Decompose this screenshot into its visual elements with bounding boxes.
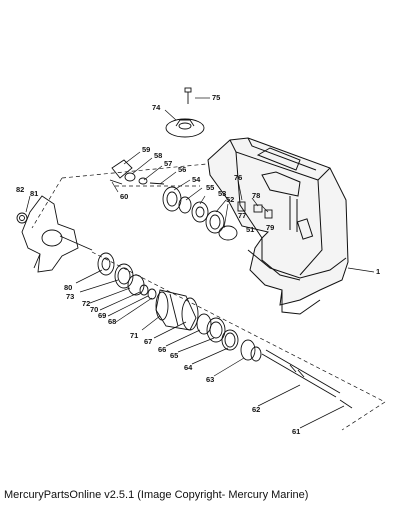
callout-80: 80 bbox=[64, 283, 72, 292]
callout-66: 66 bbox=[158, 345, 166, 354]
bearing-carrier-71 bbox=[155, 289, 199, 331]
callout-59: 59 bbox=[142, 145, 150, 154]
callout-1: 1 bbox=[376, 267, 380, 276]
callout-76: 76 bbox=[234, 173, 242, 182]
callout-72: 72 bbox=[82, 299, 90, 308]
callout-69: 69 bbox=[98, 311, 106, 320]
callout-81: 81 bbox=[30, 189, 38, 198]
callout-65: 65 bbox=[170, 351, 178, 360]
callout-67: 67 bbox=[144, 337, 152, 346]
shift-parts-56-60 bbox=[109, 159, 165, 185]
pin-61 bbox=[339, 399, 353, 409]
callout-82: 82 bbox=[16, 185, 24, 194]
callout-54: 54 bbox=[192, 175, 201, 184]
callout-77: 77 bbox=[238, 211, 246, 220]
callout-53: 53 bbox=[218, 189, 226, 198]
parts-76-79 bbox=[237, 201, 273, 219]
gear-63 bbox=[240, 339, 262, 362]
rings-64-66 bbox=[196, 313, 239, 351]
callout-51: 51 bbox=[246, 225, 254, 234]
oring-51 bbox=[218, 225, 238, 241]
callout-55: 55 bbox=[206, 183, 214, 192]
image-caption: MercuryPartsOnline v2.5.1 (Image Copyrig… bbox=[4, 489, 309, 501]
propshaft-stack bbox=[97, 252, 157, 300]
callout-60: 60 bbox=[120, 192, 128, 201]
callout-labels: 1 51 52 53 54 55 56 57 58 59 60 61 62 63… bbox=[16, 93, 380, 436]
callout-64: 64 bbox=[184, 363, 193, 372]
callout-78: 78 bbox=[252, 191, 260, 200]
callout-61: 61 bbox=[292, 427, 300, 436]
callout-58: 58 bbox=[154, 151, 162, 160]
callout-62: 62 bbox=[252, 405, 260, 414]
propeller bbox=[21, 195, 93, 273]
callout-79: 79 bbox=[266, 223, 274, 232]
callout-68: 68 bbox=[108, 317, 116, 326]
bolt-75 bbox=[184, 87, 192, 104]
callout-73: 73 bbox=[66, 292, 74, 301]
callout-52: 52 bbox=[226, 195, 234, 204]
prop-nut-82 bbox=[16, 212, 28, 224]
callout-56: 56 bbox=[178, 165, 186, 174]
bearing-53 bbox=[191, 201, 209, 223]
callout-70: 70 bbox=[90, 305, 98, 314]
seal-52 bbox=[205, 210, 225, 234]
callout-63: 63 bbox=[206, 375, 214, 384]
leader-lines bbox=[25, 97, 375, 429]
callout-74: 74 bbox=[152, 103, 161, 112]
gearcase-housing bbox=[207, 137, 349, 315]
callout-71: 71 bbox=[130, 331, 138, 340]
pinion-gear-55 bbox=[162, 186, 192, 214]
callout-75: 75 bbox=[212, 93, 220, 102]
callout-57: 57 bbox=[164, 159, 172, 168]
propeller-shaft-62 bbox=[261, 349, 341, 398]
cover-plate-74 bbox=[165, 118, 205, 138]
